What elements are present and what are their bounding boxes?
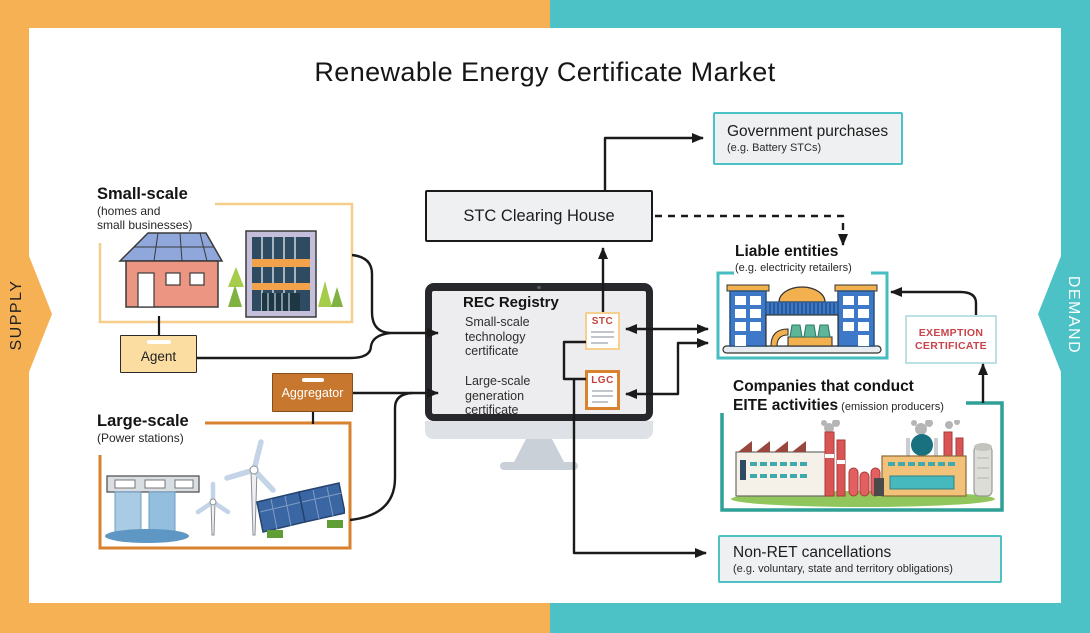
monitor-chin [425,421,653,439]
agent-to-registry-line [197,331,391,360]
bottom-band-supply [0,603,550,633]
small-scale-certificate-text: Small-scale technology certificate [465,315,530,358]
top-band-supply [0,0,550,28]
stc-cert-line [591,330,614,333]
monitor-stand-base [500,462,578,470]
non-ret-cancellations-box: Non-RET cancellations (e.g. voluntary, s… [718,535,1002,583]
lgc-certificate-icon: LGC [585,370,620,410]
clearing-house-to-liable-dashed-line [655,214,845,238]
lgc-cert-line [592,389,613,392]
clearing-house-to-government-arrow [603,133,704,190]
stc-clearing-house-box: STC Clearing House [425,190,653,242]
stc-certificate-label: STC [591,316,614,327]
rec-registry-title: REC Registry [463,294,559,311]
liable-entities-title: Liable entities [735,243,839,260]
liable-entities-subtitle: (e.g. electricity retailers) [735,262,852,274]
monitor-camera-dot [537,286,541,289]
stc-cert-line [591,336,614,338]
agent-label: Agent [140,348,177,364]
non-ret-subtitle: (e.g. voluntary, state and territory obl… [733,562,953,575]
government-purchases-box: Government purchases (e.g. Battery STCs) [713,112,903,165]
lgc-cert-line [592,395,613,397]
rec-registry-monitor: REC Registry Small-scale technology cert… [425,283,653,421]
government-purchases-title: Government purchases [727,123,889,140]
eite-title-line2: EITE activities [733,397,839,414]
bottom-band-demand [550,603,1090,633]
large-scale-to-registry-line [349,391,413,522]
agent-box: Agent [120,335,197,373]
large-scale-title: Large-scale [97,412,189,430]
liable-entities-illustration [722,284,882,354]
liable-entities-label: Liable entities (e.g. electricity retail… [735,243,852,276]
large-scale-certificate-text: Large-scale generation certificate [465,374,531,417]
large-scale-illustration [105,439,345,543]
aggregator-label: Aggregator [281,385,344,400]
stc-cert-line [591,341,609,344]
non-ret-title: Non-RET cancellations [733,543,892,561]
eite-factory-illustration [731,420,995,507]
exemption-certificate-box: EXEMPTION CERTIFICATE [905,315,997,364]
eite-title-line1: Companies that conduct [733,378,914,395]
aggregator-dash [301,378,324,382]
small-scale-illustration [118,230,343,318]
eite-label: Companies that conduct EITE activities (… [733,378,944,415]
government-purchases-subtitle: (e.g. Battery STCs) [727,142,822,154]
stc-certificate-icon: STC [585,312,620,350]
lgc-cert-line [592,400,608,403]
lgc-certificate-label: LGC [591,375,614,386]
top-band-demand [550,0,1090,28]
supply-side-band [0,0,52,633]
demand-label: DEMAND [1065,275,1082,355]
eite-subtitle: (emission producers) [838,401,944,413]
small-scale-title: Small-scale [97,185,188,203]
exemption-to-liable-arrow [890,287,978,315]
agent-dash [146,340,171,344]
stc-clearing-house-label: STC Clearing House [463,206,615,225]
page-title: Renewable Energy Certificate Market [314,57,776,87]
aggregator-box: Aggregator [272,373,353,412]
supply-label: SUPPLY [8,279,25,351]
monitor-stand-neck [514,439,564,462]
demand-side-band [1038,0,1090,633]
